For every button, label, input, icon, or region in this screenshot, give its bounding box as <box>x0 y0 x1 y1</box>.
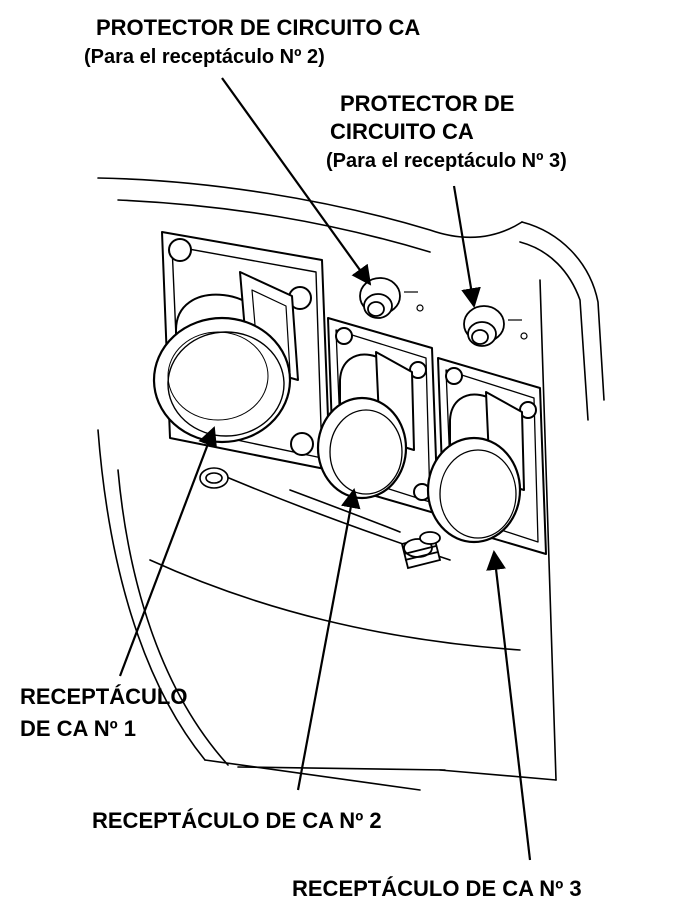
label-receptacle-2: RECEPTÁCULO DE CA Nº 2 <box>92 808 382 833</box>
ground-terminal <box>400 531 442 570</box>
arrow-protector-3 <box>452 185 481 308</box>
receptacle-1 <box>152 231 331 471</box>
label-protector-2-line2: (Para el receptáculo Nº 2) <box>84 46 325 68</box>
label-receptacle-1-line1: RECEPTÁCULO <box>20 684 187 709</box>
circuit-protector-3 <box>463 305 528 347</box>
label-receptacle-1-line2: DE CA Nº 1 <box>20 716 136 741</box>
label-protector-2-line1: PROTECTOR DE CIRCUITO CA <box>96 15 420 40</box>
leader-arrows <box>118 77 532 861</box>
arrow-receptacle-2 <box>296 488 361 791</box>
label-receptacle-3: RECEPTÁCULO DE CA Nº 3 <box>292 876 582 901</box>
label-protector-3-line2: CIRCUITO CA <box>330 119 474 144</box>
arrow-receptacle-3 <box>486 550 532 861</box>
generator-housing <box>97 177 605 791</box>
label-protector-3-line3: (Para el receptáculo Nº 3) <box>326 150 567 172</box>
arrow-receptacle-1 <box>118 426 217 677</box>
panel-fittings <box>199 467 229 489</box>
arrow-protector-2 <box>221 77 372 286</box>
receptacle-2 <box>316 317 439 515</box>
labels: PROTECTOR DE CIRCUITO CA (Para el recept… <box>20 15 582 901</box>
circuit-protector-2 <box>359 277 424 319</box>
label-protector-3-line1: PROTECTOR DE <box>340 91 514 116</box>
receptacle-3 <box>426 357 547 555</box>
